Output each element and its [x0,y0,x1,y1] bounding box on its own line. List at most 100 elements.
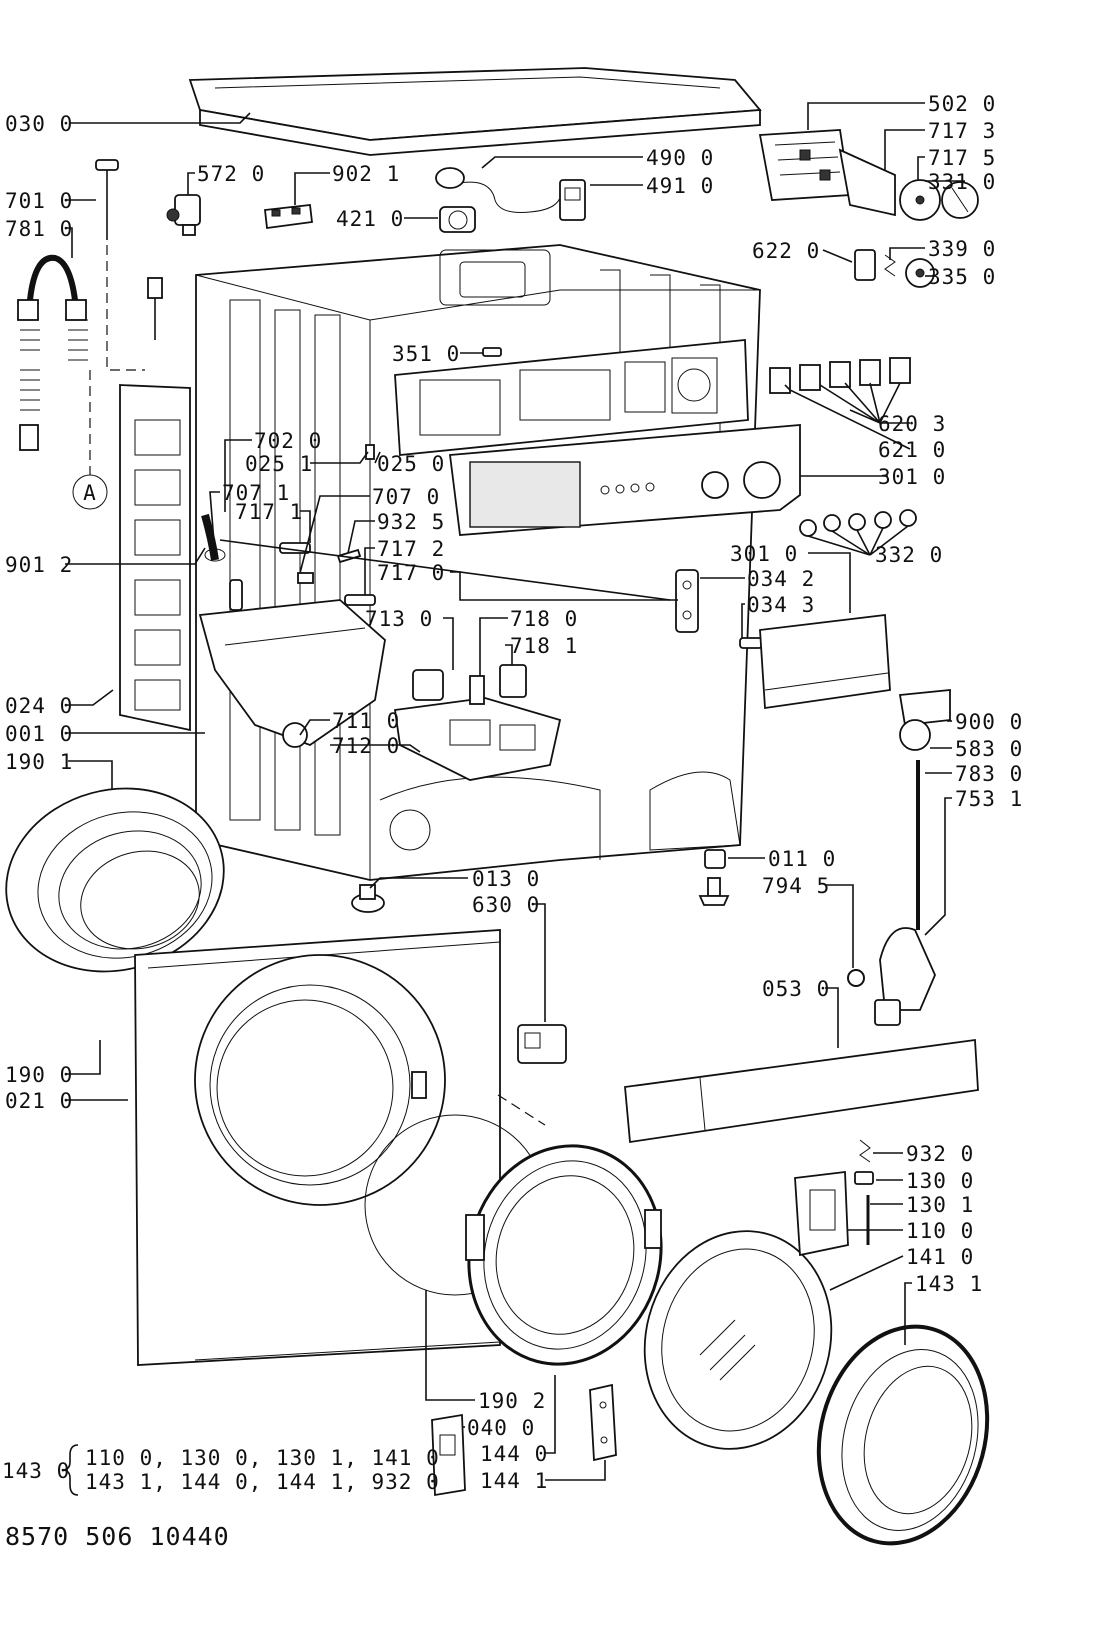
label-900-0: 900 0 [955,710,1023,734]
label-713-0: 713 0 [365,607,433,631]
label-794-5: 794 5 [762,874,830,898]
label-702-0: 702 0 [254,429,322,453]
callout-lines [65,102,965,1481]
front-control-panel-301 [448,424,801,536]
label-013-0: 013 0 [472,867,540,891]
inlet-hose-781 [17,254,91,475]
back-panel [119,384,191,732]
valve-572 [166,194,201,236]
door-lock-630 [517,1024,567,1064]
label-902-1: 902 1 [332,162,400,186]
filter-491 [559,179,586,221]
label-301-0-panel: 301 0 [878,465,946,489]
kit-contents-line2: 143 1, 144 0, 144 1, 932 0 [85,1470,440,1494]
dispenser-housing-711 [198,579,386,748]
o-ring-794-5 [847,969,865,987]
label-351-0: 351 0 [392,342,460,366]
foot-013 [351,884,385,913]
label-025-1: 025 1 [245,452,313,476]
label-331-0: 331 0 [928,170,996,194]
hose-clamp-701 [95,159,145,371]
clip-025 [365,444,375,460]
front-panel [134,929,501,1366]
label-783-0: 783 0 [955,762,1023,786]
label-024-0: 024 0 [5,694,73,718]
label-901-2: 901 2 [5,553,73,577]
bracket-902 [264,204,313,230]
label-707-0: 707 0 [372,485,440,509]
siphon-717-2 [344,594,376,606]
motor-part-421 [439,206,476,233]
part-labels: 030 0 502 0 717 3 717 5 331 0 339 0 335 … [2,92,1023,1551]
panel-301-cover [759,613,891,710]
label-141-0: 141 0 [906,1245,974,1269]
door-ring [364,1094,663,1366]
label-717-2: 717 2 [377,537,445,561]
label-717-1: 717 1 [235,500,303,524]
label-718-1: 718 1 [510,634,578,658]
label-144-0: 144 0 [480,1442,548,1466]
document-code: 8570 506 10440 [5,1522,230,1551]
label-190-0: 190 0 [5,1063,73,1087]
switch-block-620 [769,357,911,394]
label-711-0: 711 0 [332,709,400,733]
top-lid [188,67,762,156]
kit-brace [61,1444,79,1496]
control-panel-frame [394,339,749,456]
label-622-0: 622 0 [752,239,820,263]
label-491-0: 491 0 [646,174,714,198]
control-board-502 [758,129,852,201]
label-701-0: 701 0 [5,189,73,213]
label-025-0: 025 0 [377,452,445,476]
label-717-3: 717 3 [928,119,996,143]
detail-marker-a: A [72,474,108,510]
label-707-1: 707 1 [222,481,290,505]
label-583-0: 583 0 [955,737,1023,761]
switch-622 [854,249,876,281]
label-130-0: 130 0 [906,1169,974,1193]
label-034-2: 034 2 [747,567,815,591]
hinge-plate-144 [589,1383,617,1462]
label-712-0: 712 0 [332,734,400,758]
small-pipe-part [147,277,163,340]
knob-disc-717-5 [899,179,941,221]
label-144-1: 144 1 [480,1469,548,1493]
label-143-1: 143 1 [915,1272,983,1296]
foot-011 [704,849,726,869]
label-421-0: 421 0 [336,207,404,231]
label-490-0: 490 0 [646,146,714,170]
label-335-0: 335 0 [928,265,996,289]
label-190-1: 190 1 [5,750,73,774]
spring-932 [859,1139,871,1163]
label-143-0: 143 0 [2,1459,70,1483]
label-332-0: 332 0 [875,543,943,567]
label-621-0: 621 0 [878,438,946,462]
label-040-0: 040 0 [467,1416,535,1440]
label-753-1: 753 1 [955,787,1023,811]
hinge-040 [431,1413,466,1497]
label-718-0: 718 0 [510,607,578,631]
label-053-0: 053 0 [762,977,830,1001]
marker-a-text: A [83,481,97,505]
pressure-switch-900 [898,689,951,751]
siphon-cap-718-1 [499,664,527,698]
door-handle-110 [794,1170,849,1257]
kick-panel-053 [624,1038,979,1144]
label-190-2: 190 2 [478,1389,546,1413]
siphon-718 [469,675,485,705]
small-lever-351 [482,347,502,357]
label-620-3: 620 3 [878,412,946,436]
label-932-5: 932 5 [377,510,445,534]
siphon-cap-713 [412,669,444,701]
bracket-034-2 [675,569,699,633]
label-502-0: 502 0 [928,92,996,116]
board-cover-717-3 [838,148,896,217]
label-717-0: 717 0 [377,561,445,585]
label-781-0: 781 0 [5,217,73,241]
knob-331 [941,181,979,219]
cabinet-body [195,244,761,881]
foot-screw-794 [698,877,730,906]
cord-490 [435,167,561,213]
